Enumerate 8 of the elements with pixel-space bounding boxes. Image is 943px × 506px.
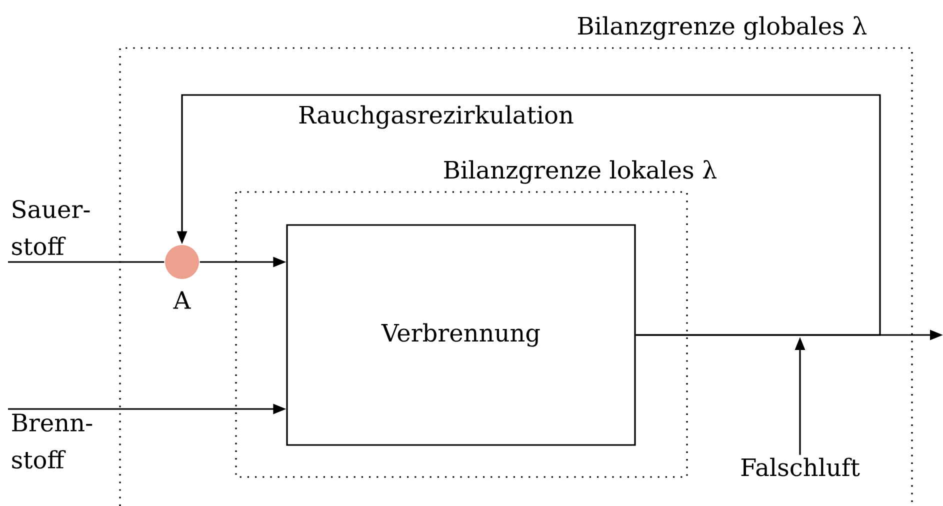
process-box: Verbrennung (286, 224, 636, 446)
point-label: A (173, 291, 191, 309)
edge-label: Rauchgasrezirkulation (299, 105, 574, 129)
mixing-point (165, 245, 199, 279)
node-label: Bilanzgrenze lokales λ (444, 160, 717, 184)
flow-label: Falschluft (741, 458, 860, 476)
flow-label: Sauer- stoff (12, 200, 90, 256)
flow-label: Brenn- stoff (12, 414, 92, 469)
